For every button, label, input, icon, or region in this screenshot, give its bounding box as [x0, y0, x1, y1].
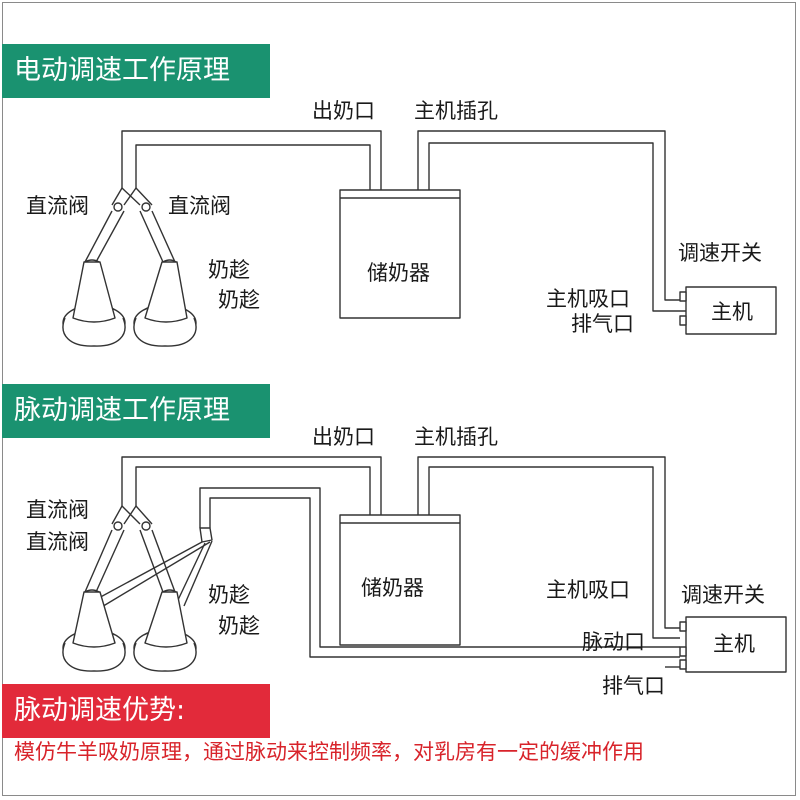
section1-speed-switch-label: 调速开关 [678, 241, 762, 265]
section2-speed-switch-label: 调速开关 [681, 583, 765, 607]
section2-host [679, 616, 787, 673]
section1-host-suction-label: 主机吸口 [546, 287, 630, 311]
section2-cup-label-1: 奶趁 [208, 583, 250, 607]
section1-reservoir-label: 储奶器 [367, 261, 430, 285]
advantage-description: 模仿牛羊吸奶原理，通过脉动来控制频率，对乳房有一定的缓冲作用 [14, 740, 644, 764]
section1-title: 电动调速工作原理 [2, 44, 270, 98]
section1-cup-label-1: 奶趁 [208, 258, 250, 282]
section2-outlet-label: 出奶口 [312, 425, 375, 449]
section2-host-port-label: 主机插孔 [414, 425, 498, 449]
section2-hoses [84, 505, 213, 609]
section1-reservoir [339, 189, 461, 319]
section1-cup-label-2: 奶趁 [218, 288, 260, 312]
section1-hoses [84, 187, 176, 263]
section2-valves [113, 521, 151, 531]
section1-host-label: 主机 [711, 300, 753, 324]
section1-cup-right [133, 259, 197, 347]
section1-host [679, 286, 777, 335]
section2-cup-right [133, 589, 197, 672]
section2-host-suction-label: 主机吸口 [546, 578, 630, 602]
section2-valve-label-1: 直流阀 [26, 498, 89, 522]
section2-exhaust-label: 排气口 [602, 674, 665, 698]
section2-pulse-port-label: 脉动口 [582, 630, 645, 654]
section1-valve-right-label: 直流阀 [168, 194, 231, 218]
section1-exhaust-label: 排气口 [571, 312, 634, 336]
section1-valves [113, 202, 151, 212]
section1-outlet-label: 出奶口 [312, 99, 375, 123]
section1-tubes [121, 130, 686, 312]
section2-reservoir [339, 514, 461, 646]
section1-cup-left [62, 259, 126, 347]
section2-valve-label-2: 直流阀 [26, 530, 89, 554]
section2-title: 脉动调速工作原理 [2, 384, 270, 438]
section1-host-port-label: 主机插孔 [414, 99, 498, 123]
section2-cup-label-2: 奶趁 [218, 614, 260, 638]
section2-host-label: 主机 [713, 632, 755, 656]
section2-reservoir-label: 储奶器 [361, 576, 424, 600]
section2-cup-left [62, 589, 126, 672]
advantage-title: 脉动调速优势: [2, 684, 270, 738]
section2-tubes [121, 456, 680, 668]
section1-valve-left-label: 直流阀 [26, 194, 89, 218]
